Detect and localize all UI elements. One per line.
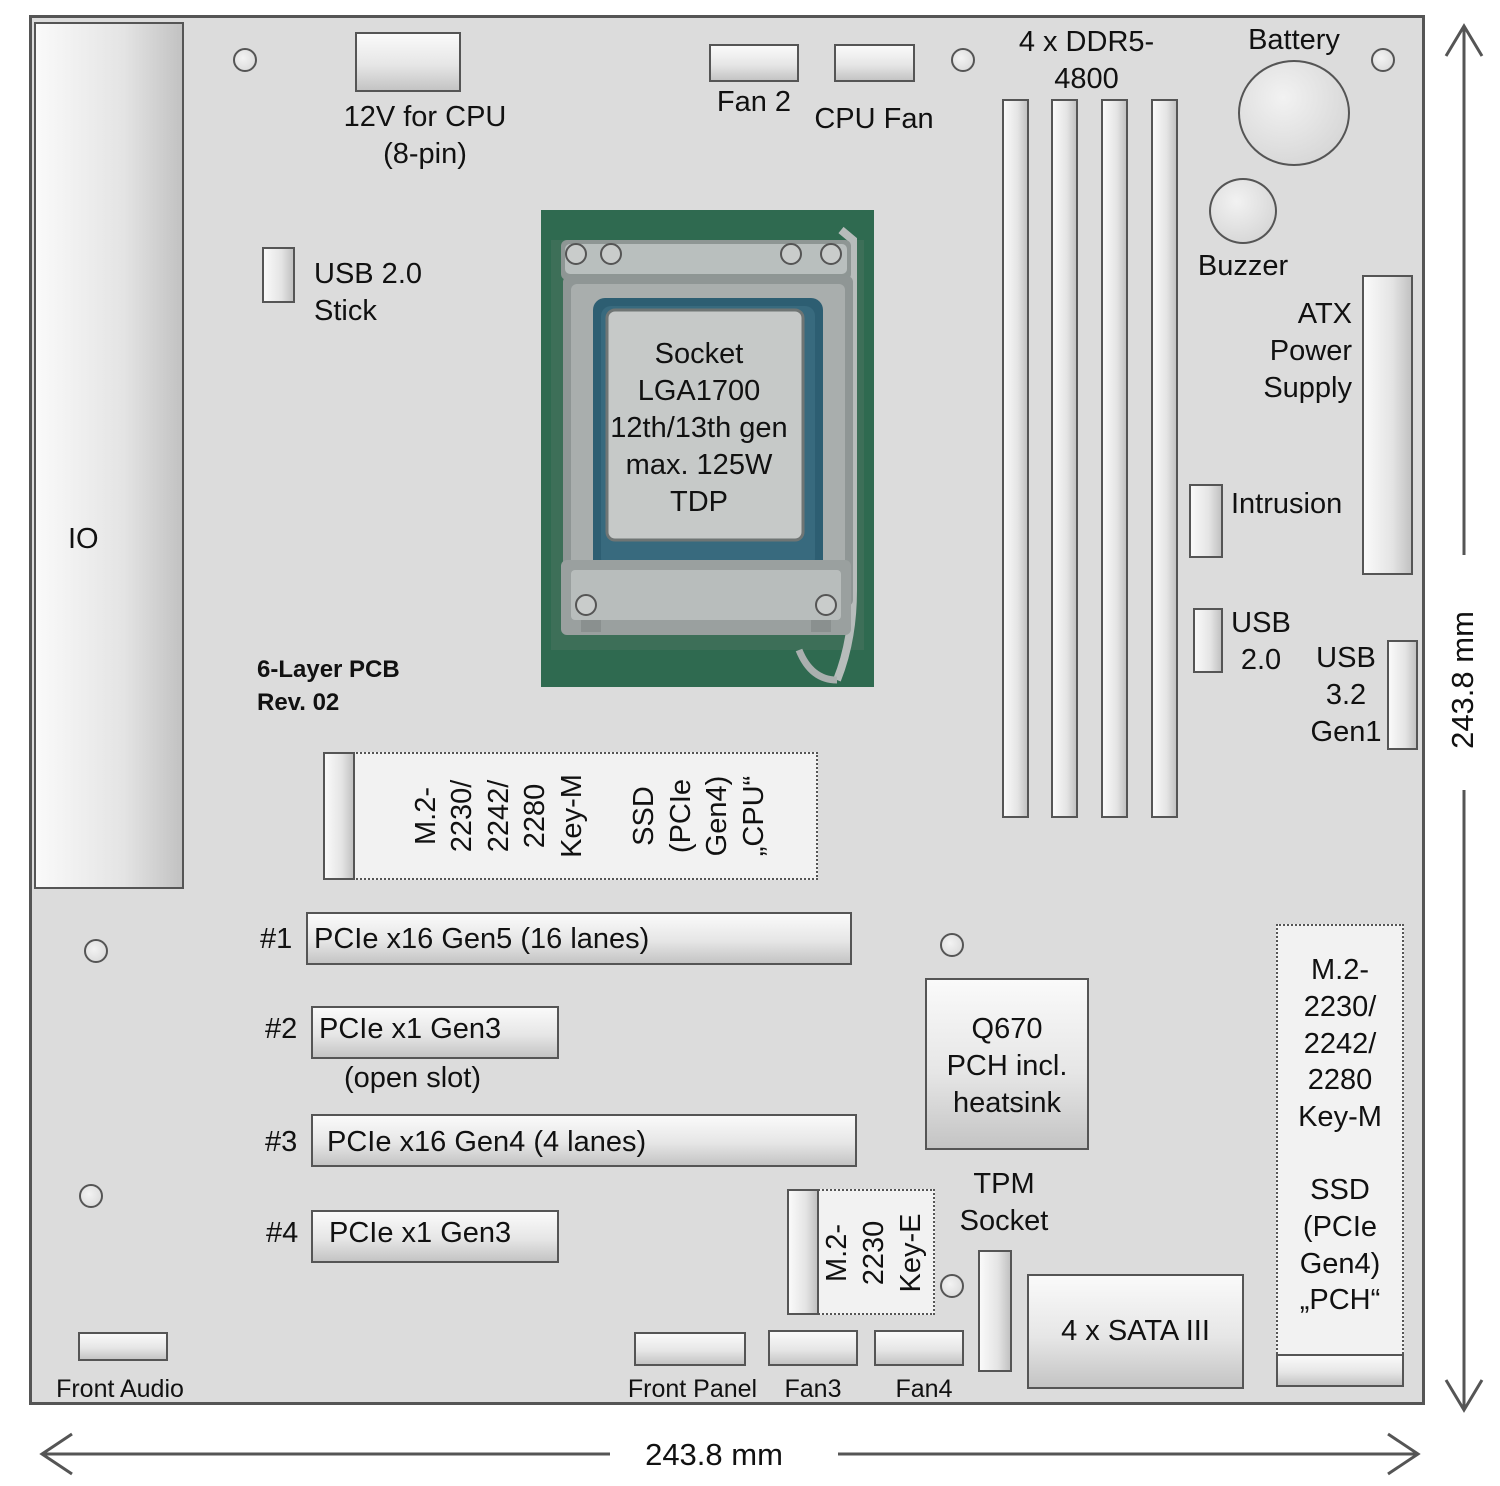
intrusion-label: Intrusion — [1231, 488, 1343, 520]
fan4-header — [874, 1330, 964, 1366]
pcie-slot-1-label: PCIe x16 Gen5 (16 lanes) — [314, 923, 650, 955]
atx-power-connector — [1362, 275, 1413, 575]
pcie-slot-2-label: PCIe x1 Gen3 — [319, 1013, 502, 1045]
fan3-header — [768, 1330, 858, 1366]
slot-number: #1 — [260, 923, 293, 955]
fan4-label: Fan4 — [895, 1375, 953, 1403]
open-slot-note: (open slot) — [344, 1062, 482, 1094]
cpu-power-connector — [355, 32, 461, 92]
sata-label: 4 x SATA III — [1061, 1315, 1210, 1347]
cpu-fan-label: CPU Fan — [814, 103, 934, 135]
m2-cpu-connector — [323, 752, 355, 880]
pcie-slot-1 — [306, 912, 852, 965]
cpu-power-label: 12V for CPU(8-pin) — [343, 101, 507, 170]
mounting-hole — [84, 939, 108, 963]
height-dimension-label: 243.8 mm — [1445, 611, 1480, 749]
pch-heatsink — [925, 978, 1089, 1150]
cpu-fan-header — [834, 44, 915, 82]
pcie-slot-4 — [311, 1210, 559, 1263]
mounting-hole — [233, 48, 257, 72]
io-panel — [34, 22, 184, 889]
mounting-hole — [951, 48, 975, 72]
m2-pch-ssd-area — [1276, 924, 1404, 1358]
m2-wifi-connector — [787, 1189, 819, 1315]
pcie-slot-2 — [311, 1006, 559, 1059]
front-audio-label: Front Audio — [56, 1375, 184, 1403]
pcie-slot-3 — [311, 1114, 857, 1167]
m2-pch-connector — [1276, 1354, 1404, 1387]
front-panel-label: Front Panel — [627, 1375, 758, 1403]
io-label: IO — [68, 523, 99, 555]
width-dimension-label: 243.8 mm — [645, 1437, 783, 1472]
buzzer-label: Buzzer — [1197, 250, 1289, 282]
battery-label: Battery — [1248, 24, 1340, 56]
front-audio-header — [78, 1332, 168, 1361]
slot-number: #2 — [265, 1013, 298, 1045]
usb-stick-header — [262, 247, 295, 303]
cpu-socket-image — [541, 210, 874, 687]
mounting-hole — [1371, 48, 1395, 72]
slot-number: #3 — [265, 1126, 298, 1158]
slot-number: #4 — [266, 1217, 299, 1249]
intrusion-header — [1189, 484, 1223, 558]
dimm-slot — [1101, 99, 1128, 818]
ram-label: 4 x DDR5-4800 — [1018, 26, 1155, 95]
pcie-slot-3-label: PCIe x16 Gen4 (4 lanes) — [327, 1126, 647, 1158]
usb20-header — [1193, 608, 1223, 673]
m2-cpu-ssd-area — [352, 752, 818, 880]
battery — [1238, 60, 1350, 166]
width-dimension-arrow — [39, 1432, 1421, 1476]
height-dimension-arrow — [1444, 23, 1484, 1413]
m2-wifi-area — [815, 1189, 935, 1315]
tpm-socket — [978, 1250, 1012, 1372]
pcie-slot-4-label: PCIe x1 Gen3 — [329, 1217, 512, 1249]
dimm-slot — [1002, 99, 1029, 818]
buzzer — [1209, 178, 1277, 244]
mounting-hole — [940, 1274, 964, 1298]
dimm-slot — [1051, 99, 1078, 818]
front-panel-header — [634, 1332, 746, 1366]
usb32-header — [1387, 640, 1418, 750]
fan3-label: Fan3 — [784, 1375, 842, 1403]
m2-cpu-label: M.2- 2230/ 2242/ 2280 Key-M SSD (PCIe Ge… — [409, 774, 770, 858]
sata-connectors — [1027, 1274, 1244, 1389]
mounting-hole — [79, 1184, 103, 1208]
dimm-slot — [1151, 99, 1178, 818]
fan2-header — [709, 44, 799, 82]
fan2-label: Fan 2 — [716, 86, 792, 118]
mounting-hole — [940, 933, 964, 957]
m2-wifi-label: M.2- 2230 Key-E — [820, 1213, 927, 1293]
